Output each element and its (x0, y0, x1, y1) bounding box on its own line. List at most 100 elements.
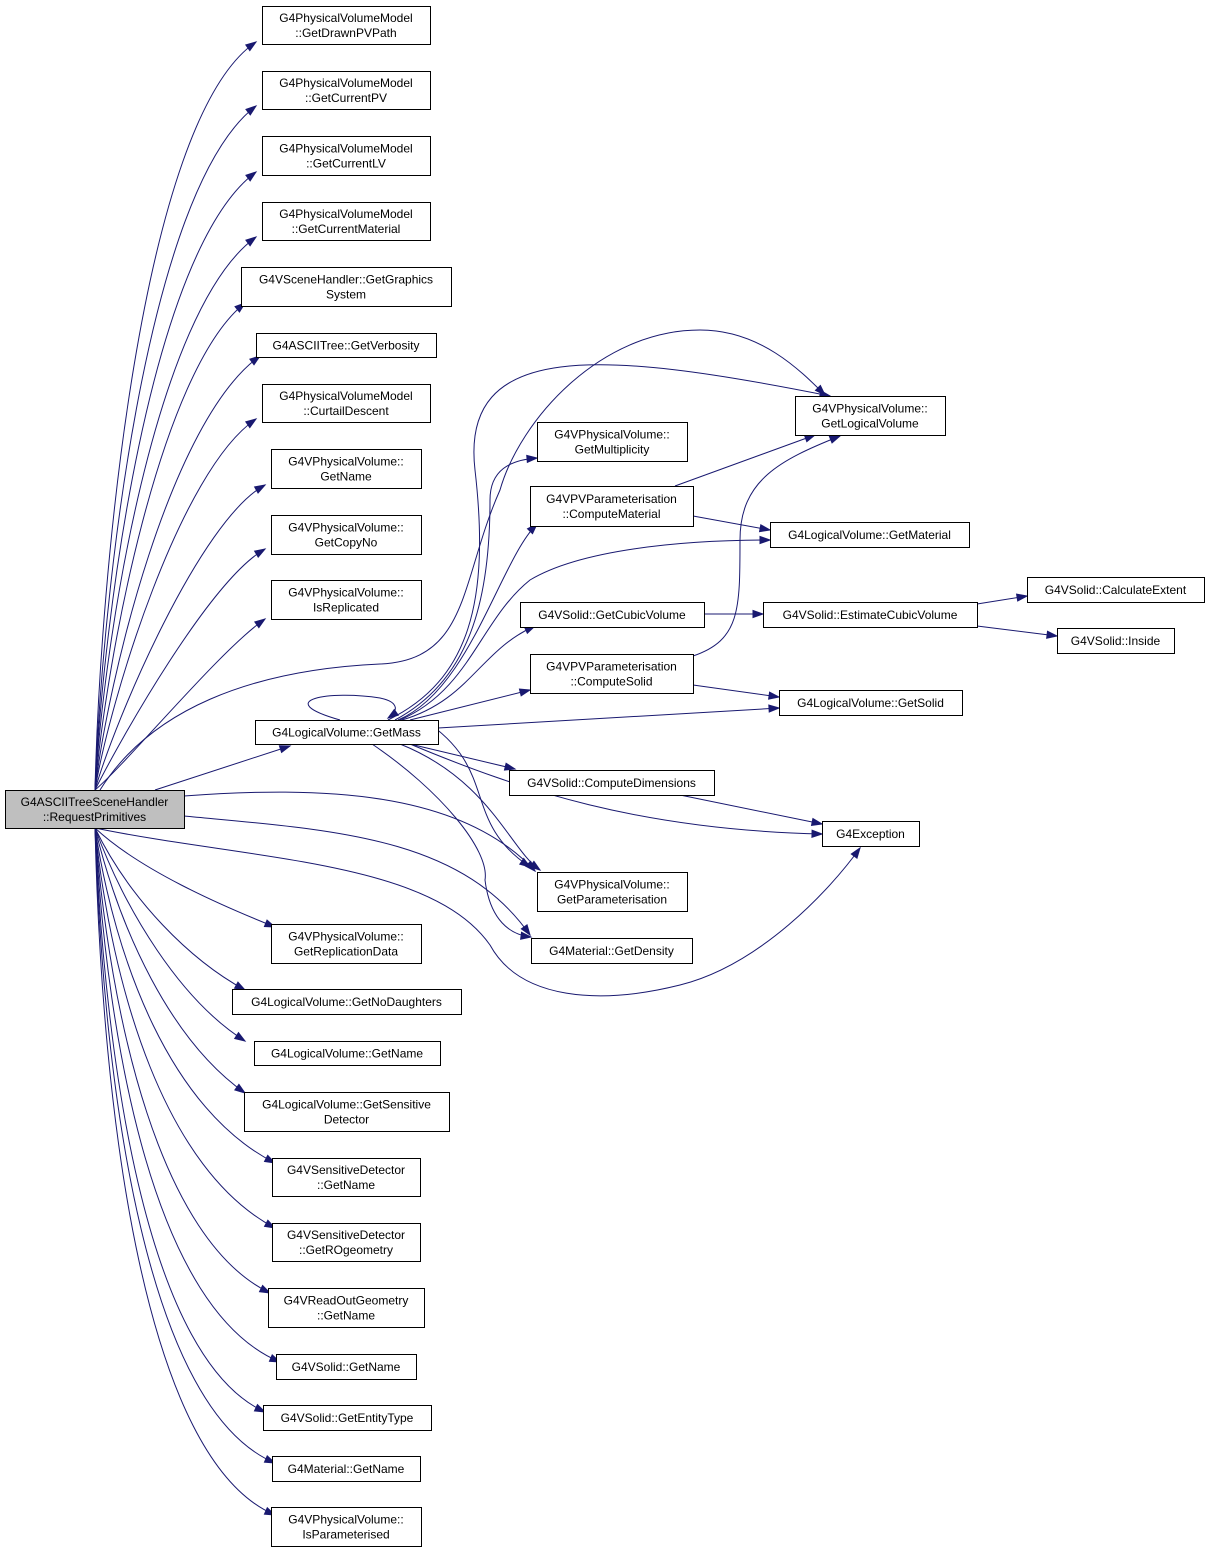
call-edge-arrowhead (253, 1403, 267, 1413)
call-edge (94, 105, 257, 791)
function-node[interactable]: G4LogicalVolume::GetSolid (779, 690, 963, 716)
root-function-node[interactable]: G4ASCIITreeSceneHandler::RequestPrimitiv… (5, 790, 185, 829)
call-edge (307, 694, 396, 721)
call-edge-arrowhead (245, 236, 258, 247)
node-label-line: G4VPhysicalVolume:: (812, 402, 927, 416)
node-box (262, 136, 431, 176)
call-edge (394, 457, 538, 721)
node-label-line: G4VReadOutGeometry (284, 1294, 409, 1308)
node-label-line: ::GetROgeometry (299, 1243, 393, 1257)
node-label-line: ::ComputeMaterial (562, 507, 660, 521)
node-label-line: G4LogicalVolume::GetName (271, 1047, 423, 1061)
function-node[interactable]: G4Material::GetName (272, 1456, 421, 1482)
node-box (254, 1041, 441, 1066)
node-label-line: System (326, 288, 366, 302)
node-box (271, 580, 422, 620)
function-node[interactable]: G4VSolid::GetEntityType (263, 1405, 432, 1431)
call-edge (692, 684, 780, 698)
function-node[interactable]: G4VSolid::EstimateCubicVolume (763, 602, 978, 628)
function-node[interactable]: G4VSensitiveDetector::GetROgeometry (272, 1223, 421, 1262)
function-node[interactable]: G4VPhysicalVolume::GetCopyNo (271, 515, 422, 555)
function-node[interactable]: G4PhysicalVolumeModel::GetCurrentPV (262, 71, 431, 110)
node-box (271, 924, 422, 964)
node-label-line: GetReplicationData (294, 945, 398, 959)
call-edge-arrowhead (1015, 593, 1029, 602)
call-edge-arrowhead (244, 418, 258, 429)
function-node[interactable]: G4PhysicalVolumeModel::CurtailDescent (262, 384, 431, 423)
call-edge-arrowhead (518, 857, 532, 868)
node-label-line: Detector (324, 1113, 369, 1127)
node-label-line: G4VSolid::EstimateCubicVolume (783, 608, 958, 622)
function-node[interactable]: G4VPVParameterisation::ComputeSolid (530, 654, 694, 694)
call-edge-arrowhead (234, 1083, 247, 1094)
call-edge (679, 794, 823, 825)
call-edge (94, 827, 246, 1042)
function-node[interactable]: G4PhysicalVolumeModel::GetDrawnPVPath (262, 6, 431, 45)
function-node[interactable]: G4VPhysicalVolume::IsParameterised (271, 1507, 422, 1547)
function-node[interactable]: G4PhysicalVolumeModel::GetCurrentLV (262, 136, 431, 176)
function-node[interactable]: G4VPhysicalVolume::IsReplicated (271, 580, 422, 620)
call-edge-arrowhead (253, 548, 267, 558)
node-label-line: G4VPhysicalVolume:: (288, 586, 403, 600)
call-edge-arrowhead (233, 981, 247, 991)
call-edge (692, 515, 771, 531)
node-label-line: G4VPVParameterisation (546, 660, 677, 674)
function-node[interactable]: G4Exception (822, 821, 920, 847)
function-node[interactable]: G4VSolid::ComputeDimensions (509, 770, 715, 796)
function-node[interactable]: G4VSolid::GetName (276, 1354, 417, 1380)
node-label-line: GetCopyNo (315, 536, 378, 550)
node-label-line: ::GetDrawnPVPath (295, 26, 396, 40)
node-box (271, 515, 422, 555)
function-node[interactable]: G4VSolid::Inside (1057, 628, 1175, 654)
function-node[interactable]: G4VPhysicalVolume::GetMultiplicity (537, 422, 688, 462)
function-node[interactable]: G4LogicalVolume::GetNoDaughters (232, 989, 462, 1015)
node-box (272, 1158, 421, 1197)
node-box (779, 690, 963, 716)
node-label-line: G4VSensitiveDetector (287, 1228, 405, 1242)
call-edge (401, 625, 536, 721)
function-node[interactable]: G4VPhysicalVolume::GetParameterisation (537, 872, 688, 912)
call-edge (99, 329, 826, 791)
call-edge (94, 827, 246, 1094)
function-node[interactable]: G4PhysicalVolumeModel::GetCurrentMateria… (262, 202, 431, 241)
node-box (272, 1456, 421, 1482)
call-edge (94, 236, 257, 791)
function-node[interactable]: G4Material::GetDensity (531, 938, 693, 964)
node-label-line: ::GetCurrentMaterial (292, 222, 401, 236)
call-edge (692, 435, 841, 657)
node-box (268, 1288, 425, 1328)
function-node[interactable]: G4VPhysicalVolume::GetName (271, 449, 422, 489)
call-edges (94, 41, 1059, 1516)
node-label-line: G4VSolid::CalculateExtent (1045, 583, 1187, 597)
node-label-line: GetName (320, 470, 372, 484)
node-box (795, 396, 946, 436)
call-edge-arrowhead (253, 618, 267, 629)
function-node[interactable]: G4LogicalVolume::GetMaterial (770, 522, 970, 548)
function-node[interactable]: G4VPVParameterisation::ComputeMaterial (530, 486, 694, 527)
call-edge (976, 625, 1058, 637)
call-edge (94, 484, 266, 791)
function-node[interactable]: G4VSensitiveDetector::GetName (272, 1158, 421, 1197)
function-node[interactable]: G4ASCIITree::GetVerbosity (256, 333, 437, 358)
call-edge-arrowhead (768, 704, 781, 713)
node-label-line: G4VPhysicalVolume:: (288, 455, 403, 469)
function-node[interactable]: G4VSolid::GetCubicVolume (520, 602, 705, 628)
call-edge-arrowhead (529, 860, 542, 871)
node-box (530, 654, 694, 694)
node-label-line: G4PhysicalVolumeModel (279, 142, 412, 156)
function-node[interactable]: G4LogicalVolume::GetMass (255, 720, 439, 745)
function-node[interactable]: G4VPhysicalVolume::GetLogicalVolume (795, 396, 946, 436)
call-edge (94, 41, 257, 791)
call-edge (94, 302, 246, 791)
function-node[interactable]: G4VPhysicalVolume::GetReplicationData (271, 924, 422, 964)
function-node[interactable]: G4VSolid::CalculateExtent (1027, 577, 1205, 603)
function-node[interactable]: G4VReadOutGeometry::GetName (268, 1288, 425, 1328)
call-edge-arrowhead (811, 829, 824, 838)
function-node[interactable]: G4LogicalVolume::GetName (254, 1041, 441, 1066)
call-edge (387, 364, 831, 721)
node-label-line: G4VSolid::GetCubicVolume (538, 608, 686, 622)
node-label-line: ::CurtailDescent (303, 404, 389, 418)
call-edge-arrowhead (828, 435, 842, 444)
